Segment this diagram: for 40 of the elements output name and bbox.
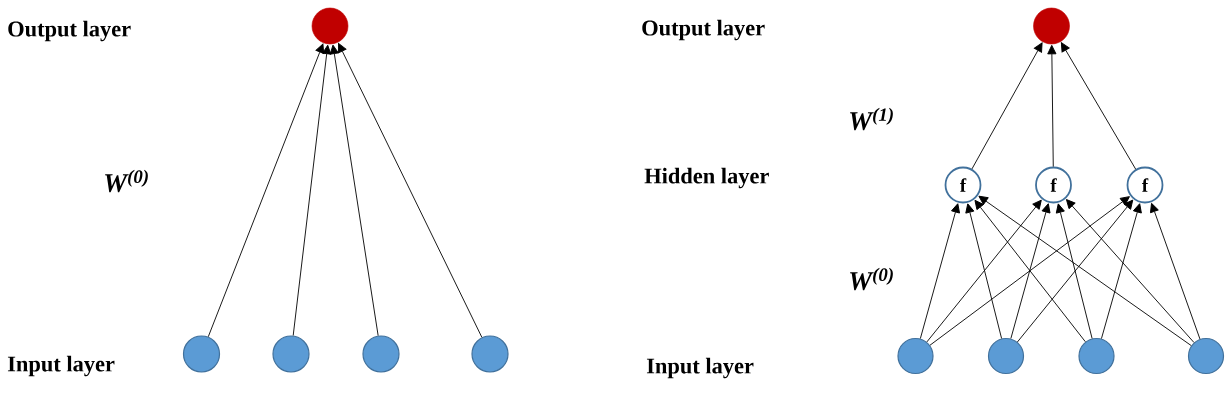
arrow <box>978 195 1192 347</box>
arrow <box>1066 199 1195 343</box>
arrow <box>292 44 332 336</box>
input-node <box>1187 337 1225 375</box>
arrow <box>929 196 1130 346</box>
arrow <box>1101 203 1142 340</box>
output-node <box>311 7 349 45</box>
arrow <box>1060 42 1137 170</box>
output-node <box>1033 7 1070 45</box>
arrow <box>919 203 960 339</box>
weight-label: W$^{(0)}$ <box>850 267 893 291</box>
input-node <box>272 335 310 373</box>
arrow <box>207 43 325 338</box>
input-node <box>987 337 1025 375</box>
input-node <box>471 335 509 373</box>
arrow <box>1055 203 1093 339</box>
input-node <box>897 337 934 375</box>
weight-label: W$^{(1)}$ <box>850 107 893 131</box>
arrow <box>974 199 1086 343</box>
arrow <box>1047 44 1057 168</box>
arrow <box>1016 199 1134 343</box>
layer-label: Output layer <box>8 20 131 42</box>
layer-label: Hidden layer <box>644 167 769 189</box>
arrow <box>1010 203 1051 339</box>
layer-label: Output layer <box>642 19 765 41</box>
arrow <box>338 42 483 338</box>
arrow <box>329 44 379 337</box>
arrow <box>971 42 1043 170</box>
input-node <box>362 335 400 373</box>
input-node <box>1078 337 1115 375</box>
arrow <box>1150 202 1201 340</box>
hidden-node: f <box>1035 166 1072 204</box>
hidden-node: f <box>944 166 982 204</box>
arrow <box>965 203 1003 339</box>
input-node <box>182 335 221 373</box>
layer-label: Input layer <box>7 355 115 377</box>
layer-label: Input layer <box>646 357 754 379</box>
hidden-node: f <box>1126 166 1164 204</box>
arrow <box>926 199 1042 343</box>
weight-label: W$^{(0)}$ <box>105 169 148 193</box>
